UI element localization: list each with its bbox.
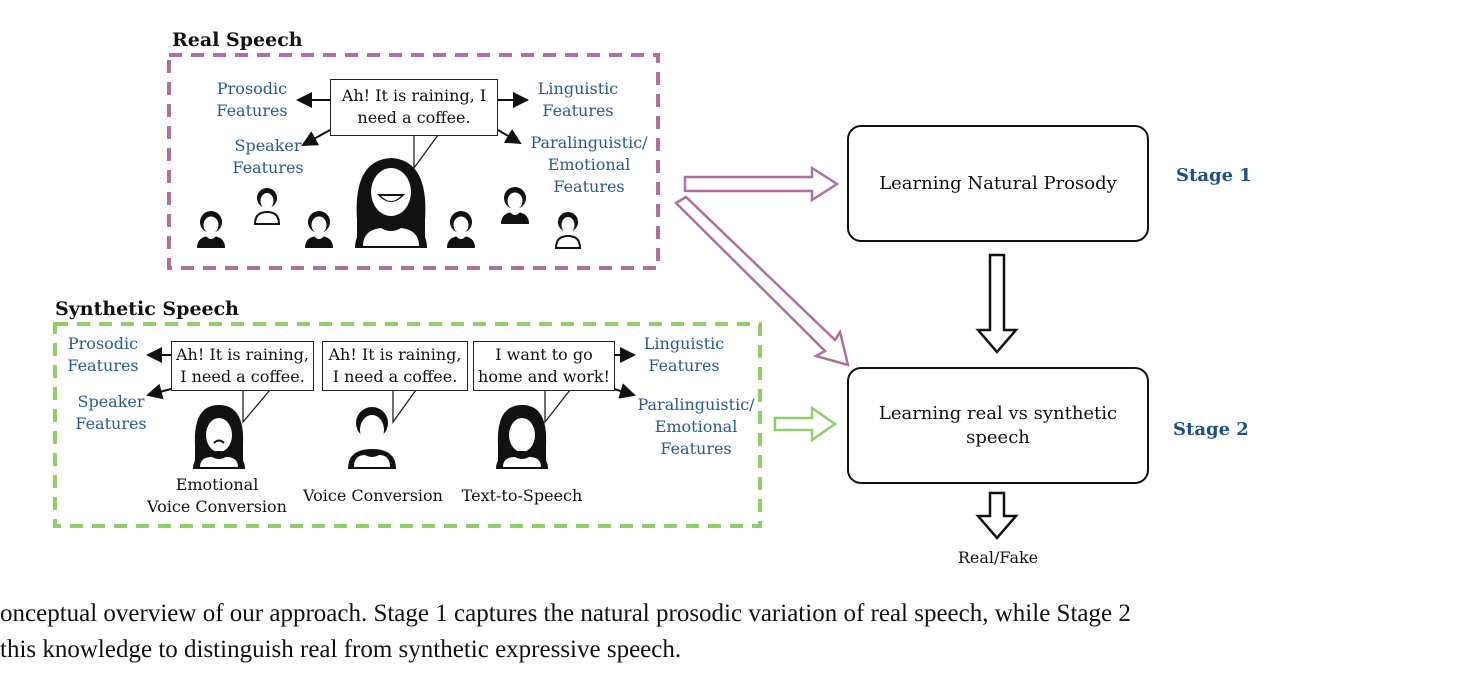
synthetic-arrow-to-paralinguistic xyxy=(613,383,636,399)
real-to-stage1-arrow xyxy=(683,165,840,203)
synthetic-speech-title: Synthetic Speech xyxy=(55,298,239,320)
stage1-box: Learning Natural Prosody xyxy=(847,125,1149,242)
stage2-to-output-arrow xyxy=(975,491,1019,540)
output-label: Real/Fake xyxy=(957,548,1039,567)
figure-caption-line2: this knowledge to distinguish real from … xyxy=(0,636,682,663)
person-icon xyxy=(447,211,475,248)
real-bubble-tail xyxy=(413,134,439,170)
figure-caption-line1: onceptual overview of our approach. Stag… xyxy=(0,600,1131,627)
evc-bubble: Ah! It is raining, I need a coffee. xyxy=(171,341,314,391)
real-to-stage2-arrow xyxy=(673,195,850,367)
sad-woman-icon xyxy=(193,405,245,469)
stage2-label: Stage 2 xyxy=(1173,419,1249,440)
stage1-to-stage2-arrow xyxy=(975,253,1019,354)
tts-bubble: I want to go home and work! xyxy=(473,341,615,391)
main-speaker-icon xyxy=(355,158,427,248)
synthetic-bubble-tail-2 xyxy=(392,389,417,425)
synthetic-speech-border xyxy=(53,322,762,528)
tts-label: Text-to-Speech xyxy=(461,486,583,505)
synthetic-paralinguistic-features: Paralinguistic/ Emotional Features xyxy=(637,395,755,458)
person-icon xyxy=(305,211,333,248)
real-speech-border xyxy=(167,53,660,270)
real-prosodic-features: Prosodic Features xyxy=(216,79,288,120)
arrow-to-speaker xyxy=(301,129,331,146)
stage2-box: Learning real vs synthetic speech xyxy=(847,367,1149,484)
real-speaker-features: Speaker Features xyxy=(232,136,304,177)
stage1-label: Stage 1 xyxy=(1176,165,1252,186)
vc-label: Voice Conversion xyxy=(303,486,443,505)
real-speech-title: Real Speech xyxy=(172,29,303,51)
vc-bubble: Ah! It is raining, I need a coffee. xyxy=(322,341,468,391)
synthetic-bubble-tail-1 xyxy=(242,389,271,424)
synthetic-prosodic-features: Prosodic Features xyxy=(67,334,139,375)
synthetic-bubble-tail-3 xyxy=(544,389,571,424)
real-linguistic-features: Linguistic Features xyxy=(537,79,619,120)
person-icon xyxy=(555,211,581,249)
synthetic-arrow-to-speaker xyxy=(146,383,172,400)
man-icon xyxy=(348,407,396,469)
real-paralinguistic-features: Paralinguistic/ Emotional Features xyxy=(530,133,648,196)
real-speech-bubble: Ah! It is raining, I need a coffee. xyxy=(330,79,498,136)
synthetic-linguistic-features: Linguistic Features xyxy=(643,334,725,375)
person-icon xyxy=(197,211,225,248)
arrow-to-paralinguistic xyxy=(497,128,522,145)
synthetic-speaker-features: Speaker Features xyxy=(75,392,147,433)
synthetic-to-stage2-arrow xyxy=(773,405,838,443)
evc-label: Emotional Voice Conversion xyxy=(147,475,287,516)
woman-icon xyxy=(496,405,548,469)
person-icon xyxy=(254,187,280,225)
